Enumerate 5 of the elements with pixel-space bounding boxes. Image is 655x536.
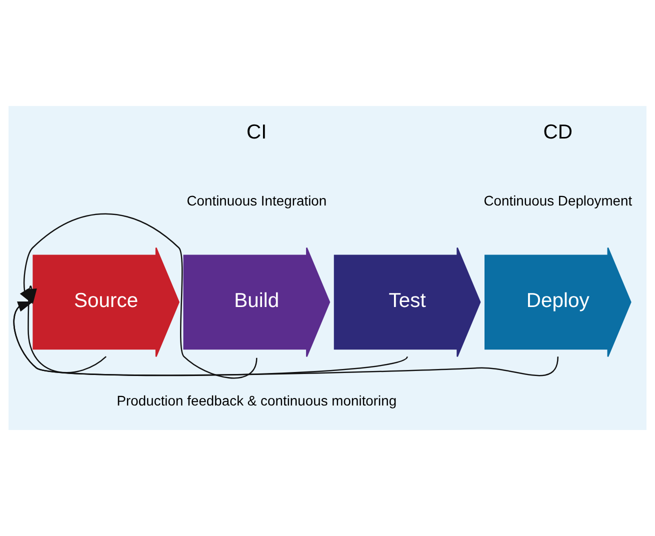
label: Production feedback & continuous monitoring bbox=[116, 392, 397, 409]
label: CD bbox=[543, 122, 573, 144]
label: Continuous Deployment bbox=[484, 192, 632, 209]
label: CI bbox=[246, 122, 267, 144]
label: Continuous Integration bbox=[186, 192, 327, 209]
